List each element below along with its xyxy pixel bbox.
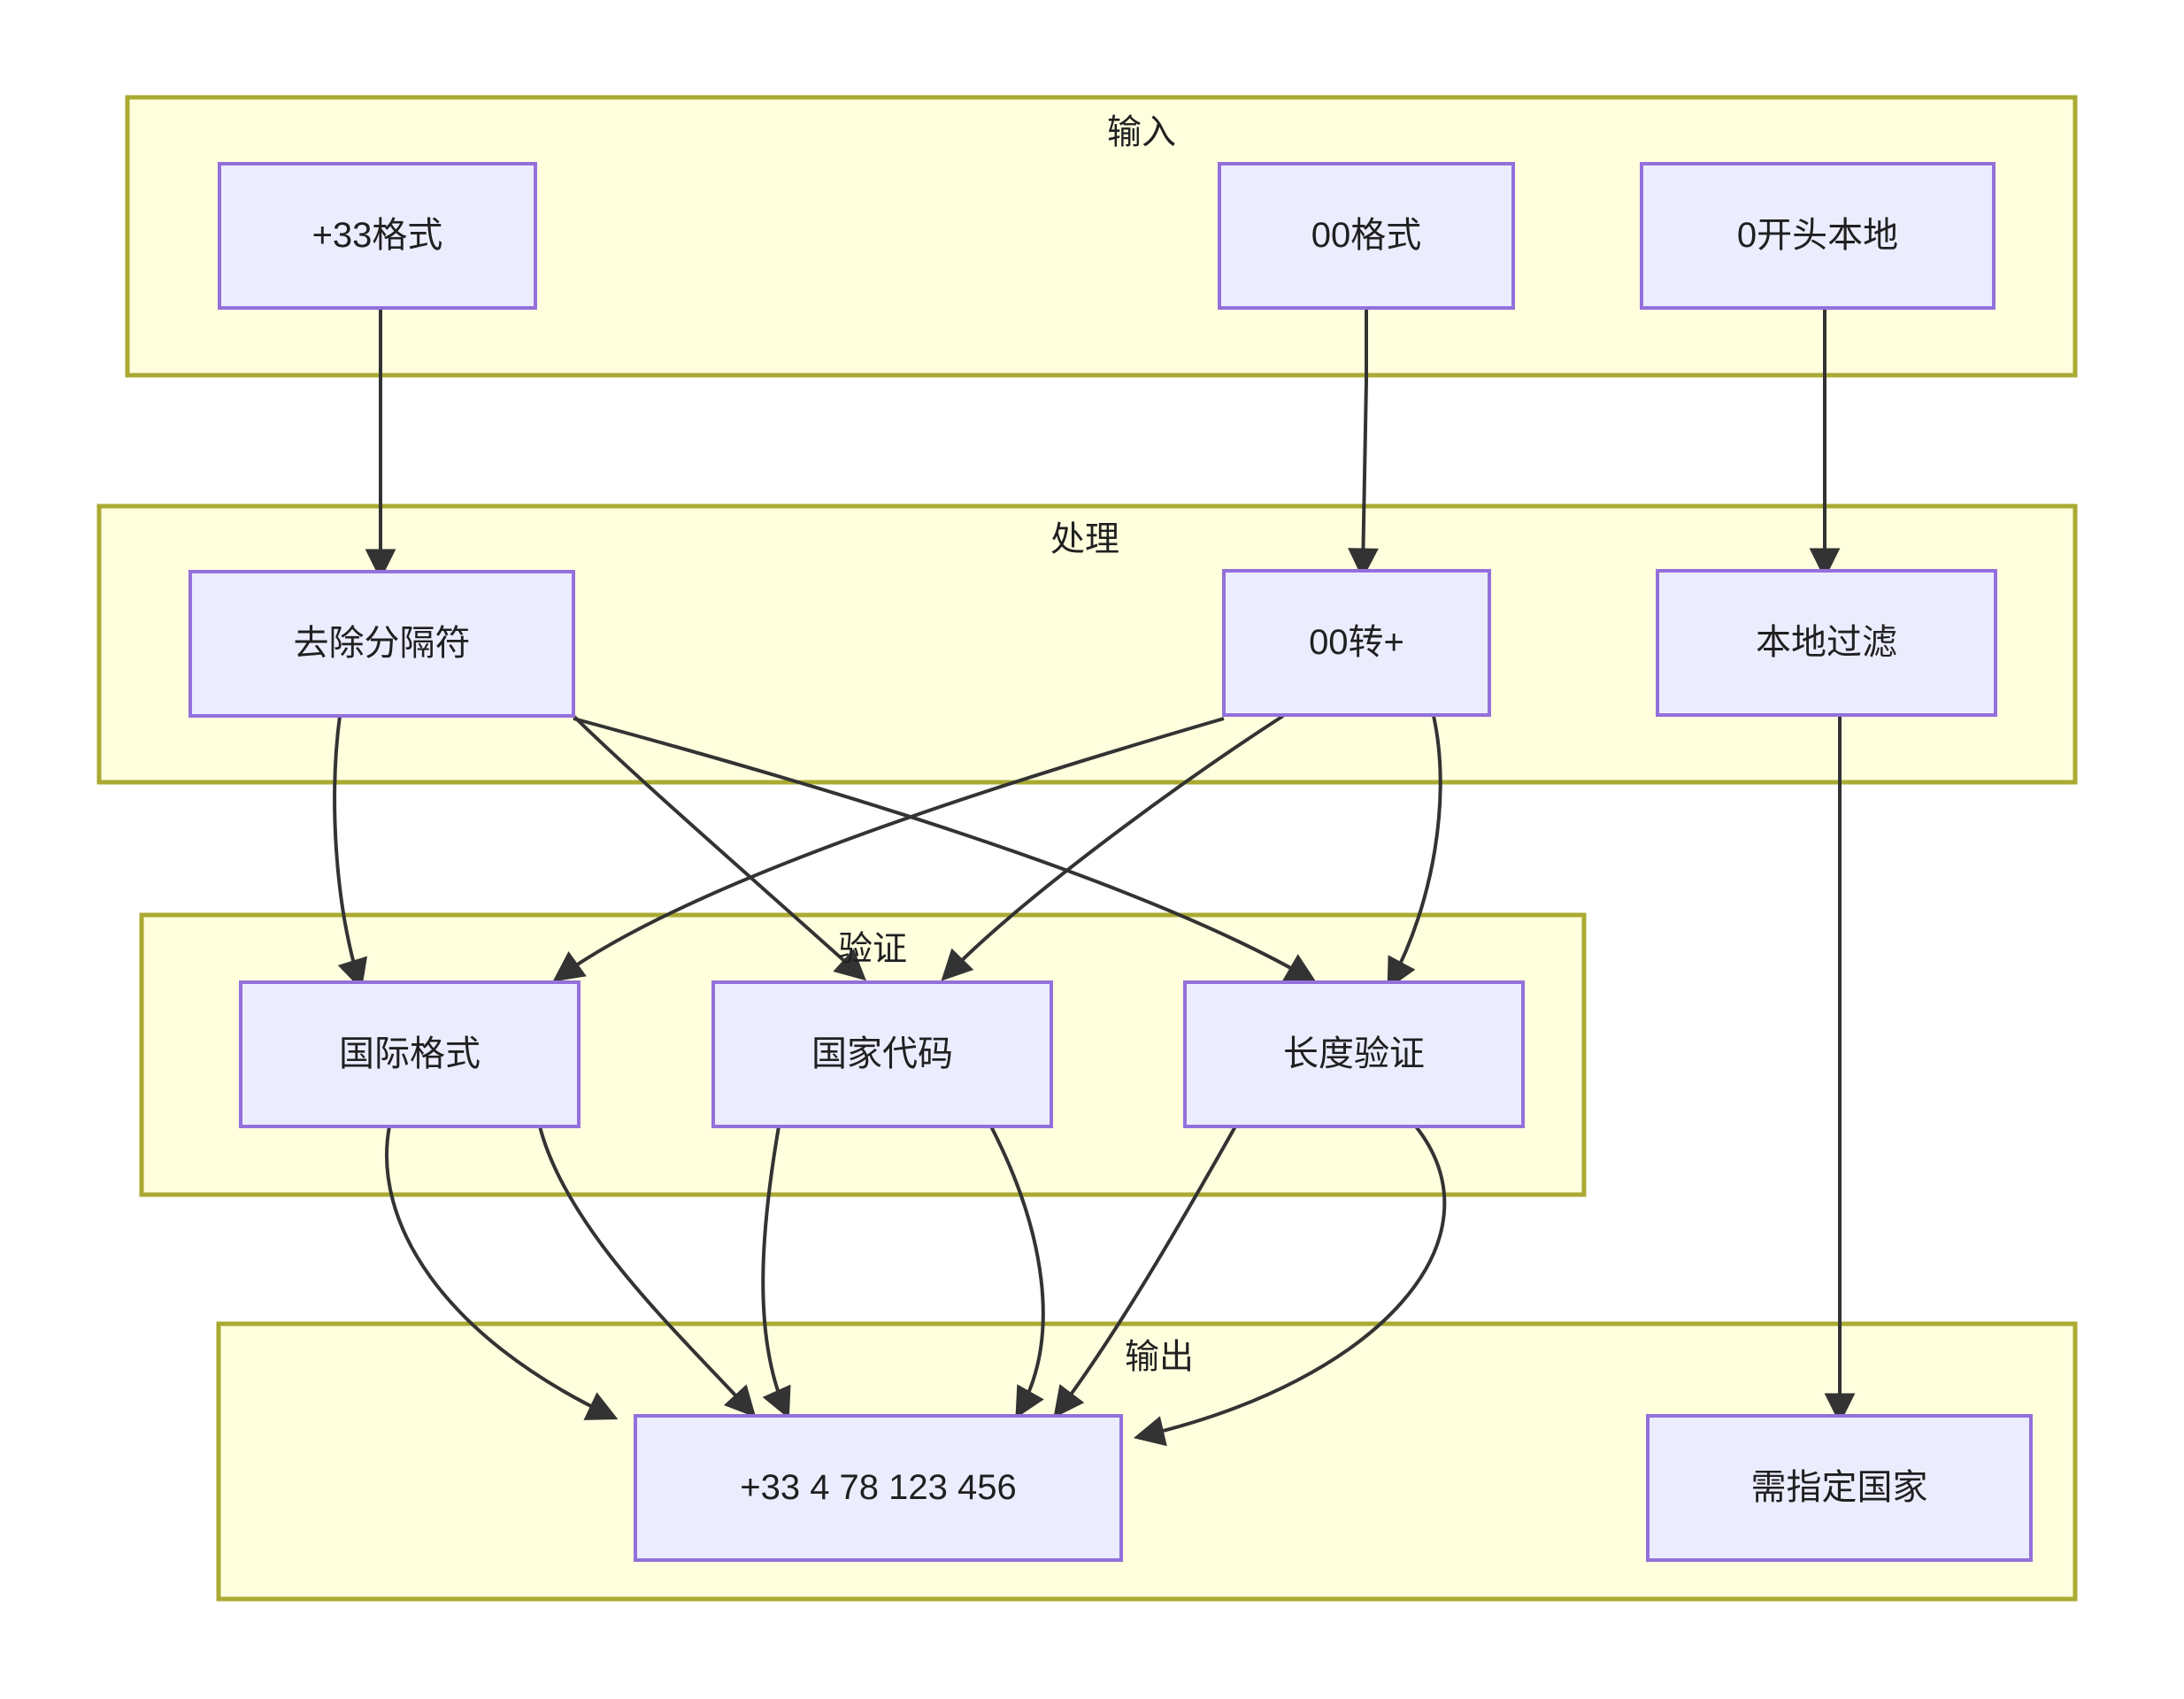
- node-box-plus33[interactable]: [218, 162, 537, 310]
- edge-zerotoplus-to-intlformat: [559, 717, 1225, 977]
- node-box-result[interactable]: [634, 1414, 1123, 1562]
- node-label-needcountry: 需指定国家: [1751, 1468, 1928, 1507]
- edge-lengthcheck-to-result: [1142, 1125, 1447, 1436]
- edge-countrycode-to-result: [761, 1126, 786, 1411]
- node-zerotoplus[interactable]: 00转+: [1222, 569, 1491, 717]
- edge-intlformat-to-result: [538, 1126, 750, 1411]
- cluster-label-validation: 验证: [838, 930, 907, 968]
- node-box-countrycode[interactable]: [711, 980, 1053, 1128]
- cluster-label-input: 输入: [1107, 113, 1176, 151]
- node-intlformat[interactable]: 国际格式: [239, 980, 581, 1128]
- edge-lengthcheck-to-result: [1058, 1126, 1237, 1411]
- node-localzero[interactable]: 0开头本地: [1640, 162, 1996, 310]
- edge-intlformat-to-result: [385, 1126, 611, 1416]
- cluster-label-output: 输出: [1125, 1338, 1194, 1376]
- edge-stripsep-to-countrycode: [572, 714, 860, 975]
- node-label-lengthcheck: 长度验证: [1283, 1034, 1425, 1073]
- node-label-localzero: 0开头本地: [1737, 216, 1898, 255]
- node-needcountry[interactable]: 需指定国家: [1646, 1414, 2033, 1562]
- node-zerozero[interactable]: 00格式: [1218, 162, 1515, 310]
- node-label-localfilter: 本地过滤: [1756, 623, 1897, 662]
- node-box-localfilter[interactable]: [1656, 569, 1997, 717]
- node-label-plus33: +33格式: [312, 216, 443, 255]
- node-result[interactable]: +33 4 78 123 456: [634, 1414, 1123, 1562]
- edge-zerotoplus-to-countrycode: [947, 714, 1285, 975]
- node-localfilter[interactable]: 本地过滤: [1656, 569, 1997, 717]
- edge-zerozero-to-zerotoplus: [1363, 308, 1366, 571]
- node-label-result: +33 4 78 123 456: [740, 1468, 1017, 1507]
- edge-stripsep-to-intlformat: [333, 715, 359, 982]
- node-box-lengthcheck[interactable]: [1183, 980, 1525, 1128]
- edge-zerotoplus-to-lengthcheck: [1391, 715, 1442, 982]
- node-label-intlformat: 国际格式: [339, 1034, 481, 1073]
- node-plus33[interactable]: +33格式: [218, 162, 537, 310]
- edge-countrycode-to-result: [989, 1126, 1045, 1411]
- node-lengthcheck[interactable]: 长度验证: [1183, 980, 1525, 1128]
- node-box-intlformat[interactable]: [239, 980, 581, 1128]
- node-label-countrycode: 国家代码: [811, 1034, 953, 1073]
- node-box-zerozero[interactable]: [1218, 162, 1515, 310]
- node-box-zerotoplus[interactable]: [1222, 569, 1491, 717]
- edge-stripsep-to-lengthcheck: [573, 717, 1310, 979]
- node-countrycode[interactable]: 国家代码: [711, 980, 1053, 1128]
- node-label-zerozero: 00格式: [1311, 216, 1422, 255]
- node-box-localzero[interactable]: [1640, 162, 1996, 310]
- node-box-stripsep[interactable]: [188, 570, 575, 718]
- node-label-zerotoplus: 00转+: [1309, 623, 1404, 662]
- edge-layer: [333, 308, 1840, 1436]
- node-label-stripsep: 去除分隔符: [294, 624, 471, 663]
- node-box-needcountry[interactable]: [1646, 1414, 2033, 1562]
- cluster-label-processing: 处理: [1050, 520, 1119, 558]
- node-stripsep[interactable]: 去除分隔符: [188, 570, 575, 718]
